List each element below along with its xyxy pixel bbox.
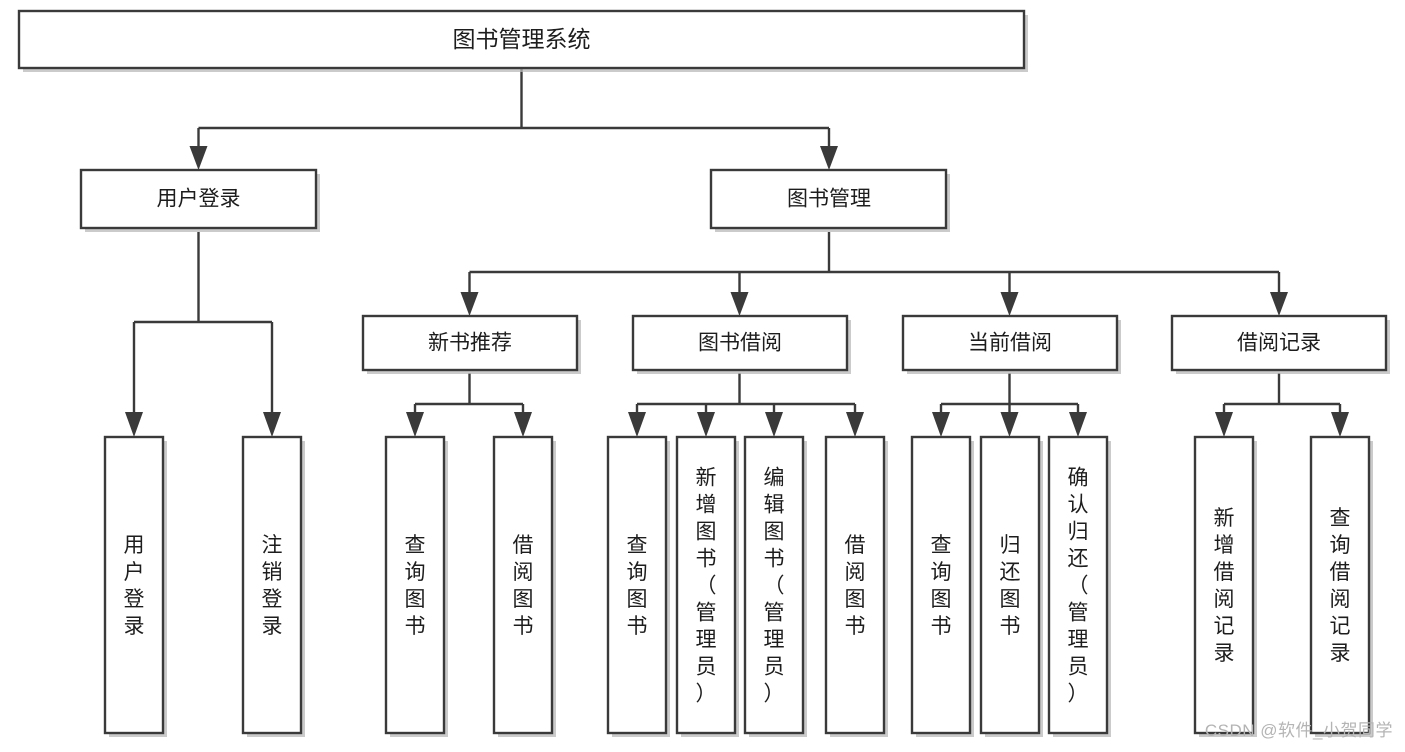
arrow-head-user-login: [189, 146, 208, 170]
leaf-node[interactable]: 用户登录: [103, 435, 167, 737]
leaf-box[interactable]: [384, 435, 446, 735]
arrow-head-leaf-logout: [263, 412, 281, 437]
connector-layer: [125, 68, 1349, 437]
arrow-head-cb-leaf-1: [932, 412, 950, 437]
node-borrow-record[interactable]: 借阅记录: [1170, 314, 1390, 374]
leaf-box[interactable]: [492, 435, 554, 735]
leaf-label: 借阅图书: [845, 534, 866, 638]
leaf-node[interactable]: 查询图书: [910, 435, 974, 737]
leaf-node[interactable]: 归还图书: [979, 435, 1043, 737]
arrow-head-leaf-user-login: [125, 412, 143, 437]
leaf-box[interactable]: [979, 435, 1041, 735]
leaf-box[interactable]: [1047, 435, 1109, 735]
arrow-head-nb-leaf-2: [514, 412, 532, 437]
leaf-label: 确认归还（管理员）: [1068, 467, 1089, 706]
leaf-label: 查询图书: [405, 534, 426, 638]
node-current-borrow-label: 当前借阅: [968, 332, 1052, 355]
leaf-label: 新增借阅记录: [1214, 507, 1235, 665]
node-root[interactable]: 图书管理系统: [17, 9, 1028, 72]
arrow-head-cb-leaf-2: [1000, 412, 1019, 437]
node-user-login-box[interactable]: [79, 168, 318, 230]
arrow-head-br-leaf-1: [1215, 412, 1233, 437]
node-book-management-label: 图书管理: [787, 188, 871, 211]
leaf-box[interactable]: [675, 435, 737, 735]
leaf-box[interactable]: [1193, 435, 1255, 735]
node-borrow-record-box[interactable]: [1170, 314, 1388, 372]
node-book-borrow-label: 图书借阅: [698, 332, 782, 355]
leaf-node[interactable]: 借阅图书: [492, 435, 556, 737]
node-current-borrow[interactable]: 当前借阅: [901, 314, 1121, 374]
node-book-management[interactable]: 图书管理: [709, 168, 950, 232]
node-book-management-box[interactable]: [709, 168, 948, 230]
arrow-head-bb-leaf-3: [765, 412, 783, 437]
leaf-box[interactable]: [743, 435, 805, 735]
leaf-node[interactable]: 查询图书: [384, 435, 448, 737]
leaf-box[interactable]: [1309, 435, 1371, 735]
leaf-label: 用户登录: [124, 534, 145, 638]
arrow-head-bb-leaf-4: [846, 412, 864, 437]
leaf-node[interactable]: 查询借阅记录: [1309, 435, 1373, 737]
leaf-label: 注销登录: [262, 534, 283, 638]
leaf-box[interactable]: [824, 435, 886, 735]
arrow-head-bb-leaf-2: [697, 412, 715, 437]
arrow-head-cb-leaf-3: [1069, 412, 1087, 437]
leaf-label: 查询借阅记录: [1330, 507, 1351, 665]
arrow-head-book-mgmt: [820, 146, 838, 170]
leaf-node[interactable]: 新增图书（管理员）: [675, 435, 739, 737]
leaf-node[interactable]: 借阅图书: [824, 435, 888, 737]
leaf-label: 借阅图书: [513, 534, 534, 638]
node-current-borrow-box[interactable]: [901, 314, 1119, 372]
node-new-book-recommend-box[interactable]: [361, 314, 579, 372]
leaf-node[interactable]: 注销登录: [241, 435, 305, 737]
leaf-label: 查询图书: [627, 534, 648, 638]
leaf-node[interactable]: 确认归还（管理员）: [1047, 435, 1111, 737]
node-book-borrow[interactable]: 图书借阅: [631, 314, 851, 374]
leaf-node[interactable]: 新增借阅记录: [1193, 435, 1257, 737]
leaf-box[interactable]: [241, 435, 303, 735]
arrow-head-borrow-record: [1270, 292, 1288, 316]
node-new-book-recommend[interactable]: 新书推荐: [361, 314, 581, 374]
arrow-head-nb-leaf-1: [406, 412, 424, 437]
node-root-label: 图书管理系统: [453, 26, 591, 52]
node-book-borrow-box[interactable]: [631, 314, 849, 372]
leaf-box[interactable]: [606, 435, 668, 735]
node-new-book-recommend-label: 新书推荐: [428, 332, 512, 355]
leaf-label: 归还图书: [1000, 534, 1021, 638]
arrow-head-bb-leaf-1: [628, 412, 646, 437]
leaf-box[interactable]: [103, 435, 165, 735]
leaf-label: 编辑图书（管理员）: [764, 467, 785, 706]
arrow-head-new-book: [460, 292, 479, 316]
leaf-label: 新增图书（管理员）: [696, 467, 717, 706]
arrow-head-book-borrow: [730, 292, 749, 316]
leaf-box[interactable]: [910, 435, 972, 735]
arrow-head-br-leaf-2: [1331, 412, 1349, 437]
arrow-head-current-borrow: [1000, 292, 1019, 316]
node-user-login[interactable]: 用户登录: [79, 168, 320, 232]
node-user-login-label: 用户登录: [157, 188, 241, 211]
leaf-label: 查询图书: [931, 534, 952, 638]
node-borrow-record-label: 借阅记录: [1237, 332, 1321, 355]
node-root-box[interactable]: [17, 9, 1026, 70]
leaf-node[interactable]: 查询图书: [606, 435, 670, 737]
leaf-node[interactable]: 编辑图书（管理员）: [743, 435, 807, 737]
